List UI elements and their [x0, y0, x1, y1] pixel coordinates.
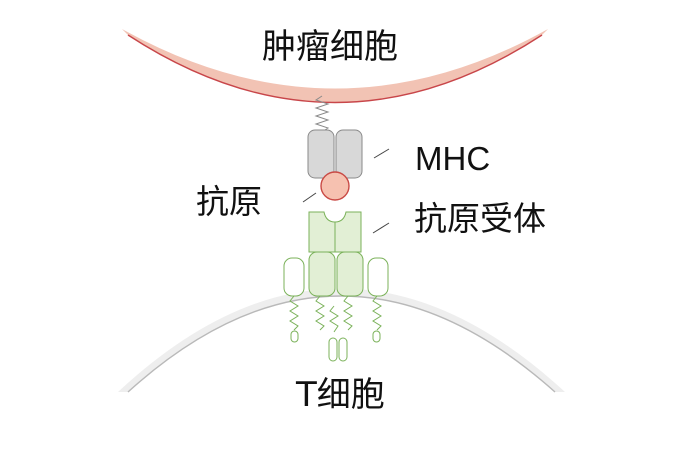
antigen-receptor-upper	[308, 211, 362, 253]
mhc-molecule	[307, 129, 363, 179]
receptor-tails	[290, 330, 381, 362]
tumor-cell-edge	[127, 34, 543, 104]
mhc-leader-line	[373, 148, 390, 159]
t-cell-label: T细胞	[296, 375, 385, 415]
tumor-cell-label: 肿瘤细胞	[262, 27, 398, 67]
t-cell-membrane	[118, 288, 565, 392]
mhc-anchor-spring	[314, 95, 330, 133]
antigen-leader-line	[302, 192, 317, 203]
receptor-leader-line	[372, 222, 390, 234]
mhc-label: MHC	[415, 140, 491, 177]
t-cell-edge	[127, 295, 556, 393]
antigen-receptor-label: 抗原受体	[414, 199, 546, 238]
antigen-label: 抗原	[196, 182, 262, 221]
antigen-receptor-lower	[283, 251, 389, 297]
antigen-particle	[320, 171, 350, 201]
receptor-springs	[289, 295, 382, 333]
